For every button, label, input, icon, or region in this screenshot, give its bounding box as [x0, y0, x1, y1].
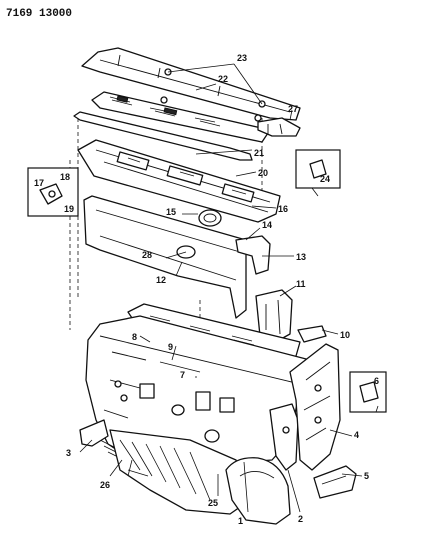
callout-6: 6 [374, 376, 379, 386]
weatherstrip-seal [73, 111, 253, 161]
callout-25: 25 [208, 498, 218, 508]
callout-20: 20 [258, 168, 268, 178]
left-corner-bracket [79, 419, 109, 447]
callout-13: 13 [296, 252, 306, 262]
callout-28: 28 [142, 250, 152, 260]
callout-22: 22 [218, 74, 228, 84]
callout-19: 19 [64, 204, 74, 214]
cowl-plenum-panel [77, 139, 281, 223]
callout-3: 3 [66, 448, 71, 458]
cowl-brace [269, 403, 299, 471]
cowl-support-bracket [235, 235, 271, 275]
floor-pan-section [109, 429, 251, 515]
inset-6 [349, 371, 387, 413]
right-side-cowl-panel [289, 343, 341, 471]
callout-27: 27 [288, 104, 298, 114]
diagram-code: 7169 13000 [6, 8, 72, 20]
inner-cowl-panel [83, 195, 247, 319]
callout-16: 16 [278, 204, 288, 214]
side-clip [297, 325, 327, 343]
cowl-grille-panel [91, 91, 271, 143]
callout-12: 12 [156, 275, 166, 285]
inset-24 [295, 149, 341, 189]
cowl-side-bracket [257, 117, 301, 137]
callout-17: 17 [34, 178, 44, 188]
cowl-top-panel [81, 47, 301, 121]
access-hole-plug [198, 209, 222, 227]
callout-9: 9 [168, 342, 173, 352]
callout-18: 18 [60, 172, 70, 182]
callout-24: 24 [320, 174, 330, 184]
callout-4: 4 [354, 430, 359, 440]
callout-5: 5 [364, 471, 369, 481]
callout-14: 14 [262, 220, 272, 230]
foot-bracket [313, 465, 357, 499]
callout-11: 11 [296, 279, 306, 289]
callout-2: 2 [298, 514, 303, 524]
callout-10: 10 [340, 330, 350, 340]
callout-1: 1 [238, 516, 243, 526]
callout-26: 26 [100, 480, 110, 490]
leader-lines [79, 63, 379, 513]
callout-8: 8 [132, 332, 137, 342]
wheelhouse-panel [225, 457, 291, 525]
callout-7: 7 [180, 370, 185, 380]
callout-21: 21 [254, 148, 264, 158]
inset-17-18-19 [27, 167, 79, 217]
callout-23: 23 [237, 53, 247, 63]
callout-15: 15 [166, 207, 176, 217]
